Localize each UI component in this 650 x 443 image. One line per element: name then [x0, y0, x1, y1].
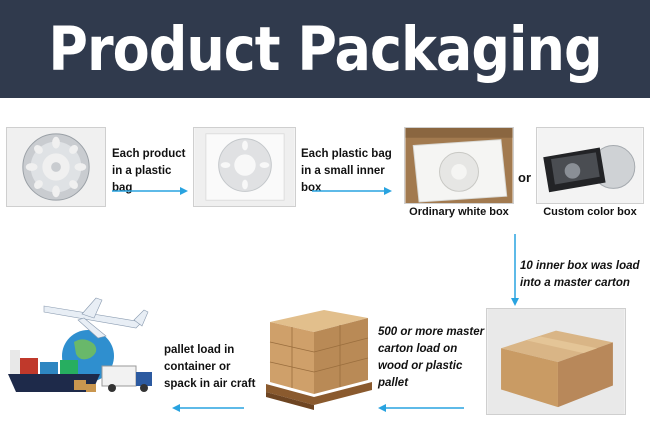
step-4-label: 500 or more master carton load on wood o… — [378, 326, 485, 389]
product-disc-image — [6, 127, 106, 207]
step-2-label: Each plastic bag in a small inner box — [301, 148, 392, 194]
header-banner: Product Packaging — [0, 0, 650, 98]
step-3-label: 10 inner box was load into a master cart… — [520, 260, 640, 289]
arrow-right-1 — [112, 187, 188, 195]
page-title: Product Packaging — [48, 13, 602, 85]
or-label: or — [518, 170, 531, 185]
step-5-label: pallet load in container or spack in air… — [164, 344, 256, 390]
logistics-image — [4, 284, 160, 404]
pallet-image — [260, 302, 376, 414]
color-box-caption: Custom color box — [543, 206, 637, 218]
arrow-left-2 — [172, 404, 244, 412]
color-box-image — [536, 127, 644, 204]
white-box-image — [404, 127, 514, 204]
bagged-disc-image — [193, 127, 296, 207]
master-carton-image — [486, 308, 626, 415]
arrow-right-2 — [312, 187, 392, 195]
arrow-down — [511, 234, 519, 306]
arrow-left-1 — [378, 404, 464, 412]
white-box-caption: Ordinary white box — [409, 206, 509, 218]
